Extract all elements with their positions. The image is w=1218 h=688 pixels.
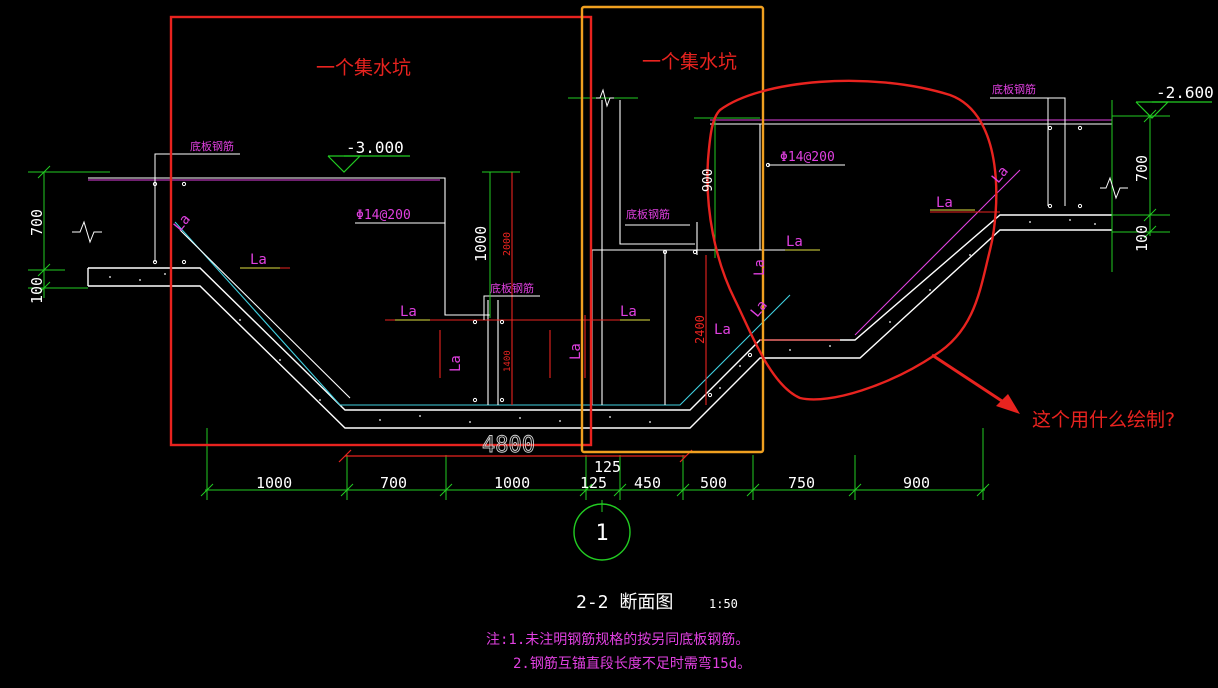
dim-1400: 1400 <box>503 350 513 372</box>
dim-100-right: 100 <box>1133 225 1151 252</box>
la-label-vertical: La <box>448 355 464 372</box>
bottom-rebar-label-right: 底板钢筋 <box>992 82 1036 96</box>
annotation-freehand-circle <box>706 79 998 401</box>
axis-bubble <box>573 503 631 561</box>
elevation-markers <box>327 101 1212 173</box>
note-line-2: 2.钢筋互锚直段长度不足时需弯15d。 <box>513 655 751 672</box>
axis-label: 1 <box>595 521 608 546</box>
la-label: La <box>400 304 417 320</box>
la-label: La <box>714 322 731 338</box>
total-dim-4800: 4800 <box>482 433 535 458</box>
pit-label-left: 一个集水坑 <box>316 57 411 79</box>
hdim: 1000 <box>256 474 292 492</box>
annotation-arrow <box>931 353 1020 414</box>
hdim: 125 <box>580 474 607 492</box>
concrete-hatch <box>109 219 1096 423</box>
dim-1000: 1000 <box>472 226 490 262</box>
dimension-lines <box>28 88 1170 512</box>
dim-900: 900 <box>701 169 716 192</box>
section-title: 2-2 断面图 <box>576 592 673 613</box>
dim-2400: 2400 <box>693 315 707 344</box>
la-label: La <box>620 304 637 320</box>
la-label: La <box>786 234 803 250</box>
section-scale: 1:50 <box>709 597 738 611</box>
hdim: 900 <box>903 474 930 492</box>
rebar-lines <box>88 100 1112 406</box>
bottom-rebar-label-right-pit: 底板钢筋 <box>626 207 670 221</box>
note-line-1: 注:1.未注明钢筋规格的按另同底板钢筋。 <box>486 631 749 648</box>
la-label: La <box>250 252 267 268</box>
la-label-slanted: La <box>989 163 1012 186</box>
dim-2000: 2000 <box>502 232 513 256</box>
dim-100-left: 100 <box>28 277 46 304</box>
dim-700-left: 700 <box>28 209 46 236</box>
bottom-rebar-label-left: 底板钢筋 <box>190 139 234 153</box>
dim-700-right: 700 <box>1133 155 1151 182</box>
question-text: 这个用什么绘制? <box>1032 409 1175 431</box>
hdim: 1000 <box>494 474 530 492</box>
elevation-left: -3.000 <box>346 138 404 157</box>
leader-lines <box>154 97 1066 320</box>
hdim: 450 <box>634 474 661 492</box>
pit-label-right: 一个集水坑 <box>642 51 737 73</box>
hdim: 700 <box>380 474 407 492</box>
bottom-rebar-label-mid: 底板钢筋 <box>490 281 534 295</box>
la-label: La <box>936 195 953 211</box>
annotation-box-left-pit <box>169 15 593 447</box>
hdim: 750 <box>788 474 815 492</box>
annotation-box-right-pit <box>580 5 765 454</box>
elevation-right: -2.600 <box>1156 83 1214 102</box>
la-label-vertical: La <box>752 259 768 276</box>
rebar-spacing-left: Φ14@200 <box>356 208 411 223</box>
la-label-slanted: La <box>171 211 194 234</box>
total-dim-125: 125 <box>594 458 621 476</box>
hdim: 500 <box>700 474 727 492</box>
la-label-vertical: La <box>568 343 584 360</box>
pit-structure <box>87 214 1112 429</box>
rebar-spacing-right: Φ14@200 <box>780 150 835 165</box>
